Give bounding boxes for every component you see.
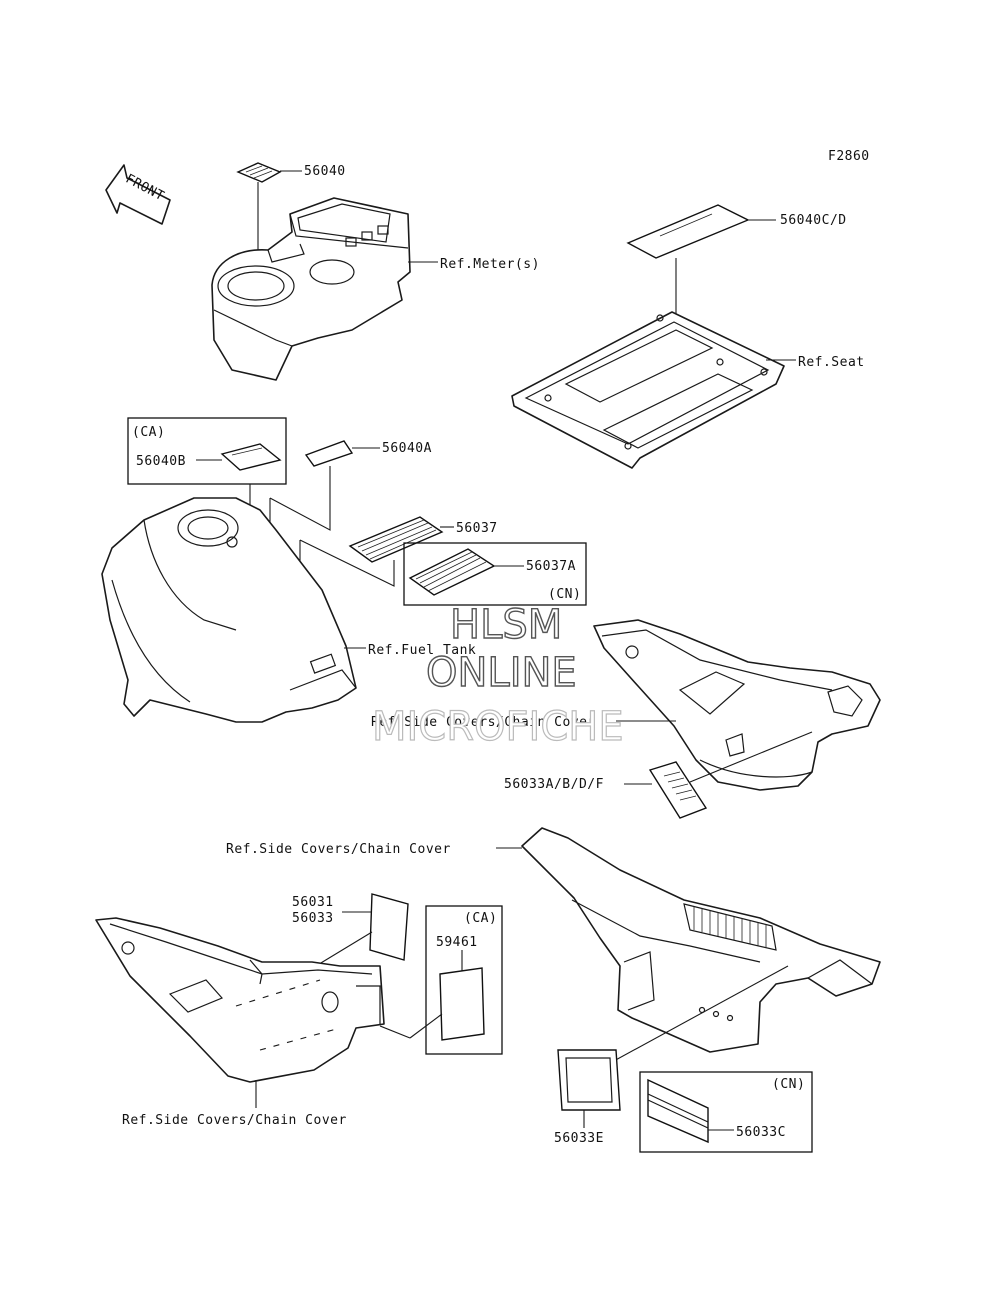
left-side-cover-part — [95, 917, 385, 1083]
fuel-tank-stripe-decal-cn — [408, 548, 496, 596]
cn-box-top — [403, 542, 587, 606]
cn-top-label: (CN) — [548, 587, 581, 602]
ref-side-covers-label-1: Ref.Side Covers/Chain Cover — [371, 715, 596, 730]
left-side-cover-decal — [369, 893, 409, 961]
ca-top-label: (CA) — [132, 425, 165, 440]
figure-code: F2860 — [828, 149, 870, 164]
part-56040cd-label: 56040C/D — [780, 213, 847, 228]
part-56040b-label: 56040B — [136, 454, 186, 469]
part-56033c-label: 56033C — [736, 1125, 786, 1140]
right-side-cover-part — [593, 619, 881, 791]
seat-base-part — [511, 311, 785, 469]
ref-side-covers-label-2: Ref.Side Covers/Chain Cover — [226, 842, 451, 857]
part-56040-label: 56040 — [304, 164, 346, 179]
part-56037a-label: 56037A — [526, 559, 576, 574]
chain-cover-decal-cn — [647, 1078, 709, 1144]
meter-decal — [236, 162, 282, 183]
seat-decal — [626, 204, 750, 259]
watermark-line-2: ONLINE — [426, 650, 577, 696]
ca-box-bottom — [425, 905, 503, 1055]
front-arrow-icon: FRONT — [105, 164, 171, 225]
ca-box-top — [127, 417, 287, 485]
part-56033-label: 56033 — [292, 911, 334, 926]
fuel-tank-decal-a — [304, 440, 354, 467]
ref-fuel-tank-label: Ref.Fuel Tank — [368, 643, 476, 658]
chain-cover-decal — [557, 1049, 621, 1111]
meter-assembly-part — [211, 197, 411, 381]
ref-meter-label: Ref.Meter(s) — [440, 257, 540, 272]
part-56040a-label: 56040A — [382, 441, 432, 456]
fuel-tank-part — [101, 497, 357, 723]
ref-seat-label: Ref.Seat — [798, 355, 865, 370]
fuel-tank-decal-b — [220, 443, 282, 471]
part-56033e-label: 56033E — [554, 1131, 604, 1146]
part-56031-label: 56031 — [292, 895, 334, 910]
cn-box-bottom — [639, 1071, 813, 1153]
watermark-line-1: HLSM — [450, 602, 562, 648]
fuel-tank-stripe-decal — [348, 516, 444, 563]
chain-cover-part — [521, 827, 881, 1053]
right-side-cover-decal — [648, 761, 708, 819]
watermark-line-3: MICROFICHE — [372, 704, 624, 750]
part-59461-label: 59461 — [436, 935, 478, 950]
watermark: HLSM ONLINE MICROFICHE — [371, 601, 624, 750]
left-side-cover-decal-ca — [439, 967, 485, 1041]
ref-side-covers-label-3: Ref.Side Covers/Chain Cover — [122, 1113, 347, 1128]
part-56033abdf-label: 56033A/B/D/F — [504, 777, 604, 792]
part-56037-label: 56037 — [456, 521, 498, 536]
ca-bottom-label: (CA) — [464, 911, 497, 926]
cn-bottom-label: (CN) — [772, 1077, 805, 1092]
